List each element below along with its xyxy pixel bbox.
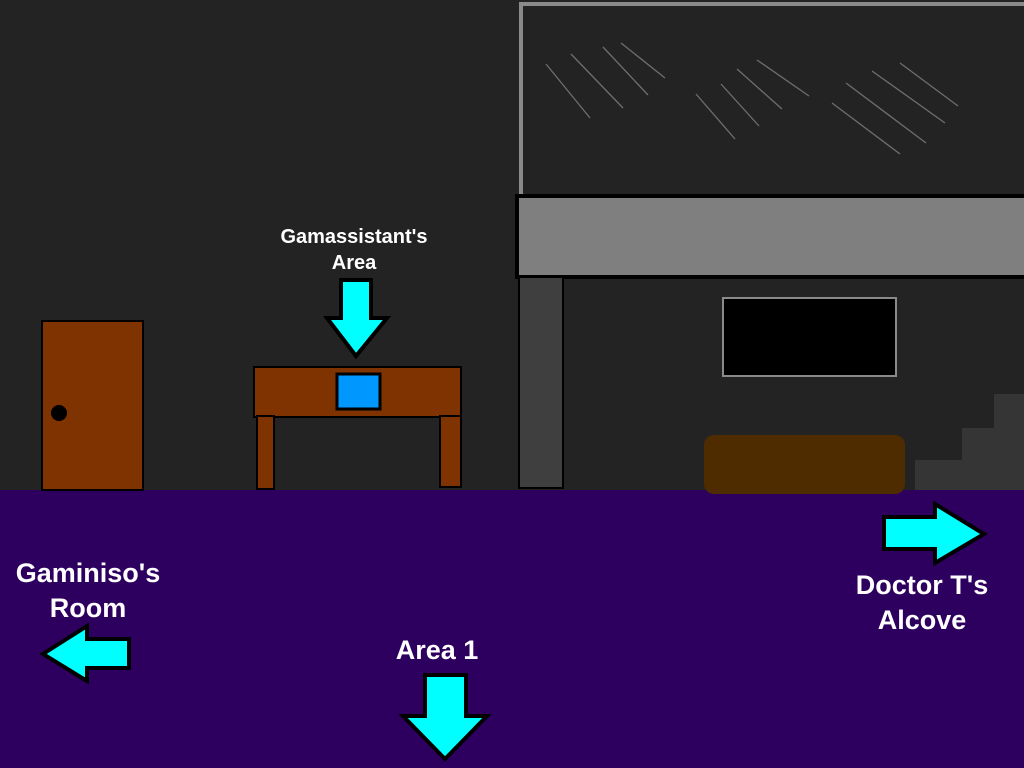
doctor-t-alcove-label-line2: Alcove	[877, 605, 967, 636]
gamassistant-area-label[interactable]: Gamassistant's Area	[264, 224, 444, 276]
couch[interactable]	[704, 435, 905, 494]
window	[519, 2, 1024, 201]
upper-ledge	[515, 194, 1024, 279]
arrow-down-icon[interactable]	[322, 276, 392, 362]
tv-screen[interactable]	[722, 297, 897, 377]
arrow-right-icon[interactable]	[880, 500, 990, 568]
arrow-down-icon[interactable]	[398, 670, 492, 764]
area-1-label[interactable]: Area 1	[395, 635, 479, 665]
gamassistant-area-label-line2: Area	[331, 252, 377, 274]
gaminiso-room-label-line2: Room	[49, 593, 127, 624]
door-knob	[51, 405, 67, 421]
gaminiso-room-label-line1: Gaminiso's	[15, 558, 161, 588]
door[interactable]	[41, 320, 144, 491]
stairs[interactable]	[915, 394, 1024, 490]
computer-monitor[interactable]	[335, 372, 382, 411]
doctor-t-alcove-label[interactable]: Doctor T's Alcove	[832, 568, 1012, 638]
arrow-left-icon[interactable]	[38, 622, 134, 686]
gamassistant-area-label-line1: Gamassistant's	[280, 226, 428, 248]
doctor-t-alcove-label-line1: Doctor T's	[855, 570, 989, 600]
gaminiso-room-label[interactable]: Gaminiso's Room	[0, 556, 176, 626]
pillar	[518, 276, 564, 489]
